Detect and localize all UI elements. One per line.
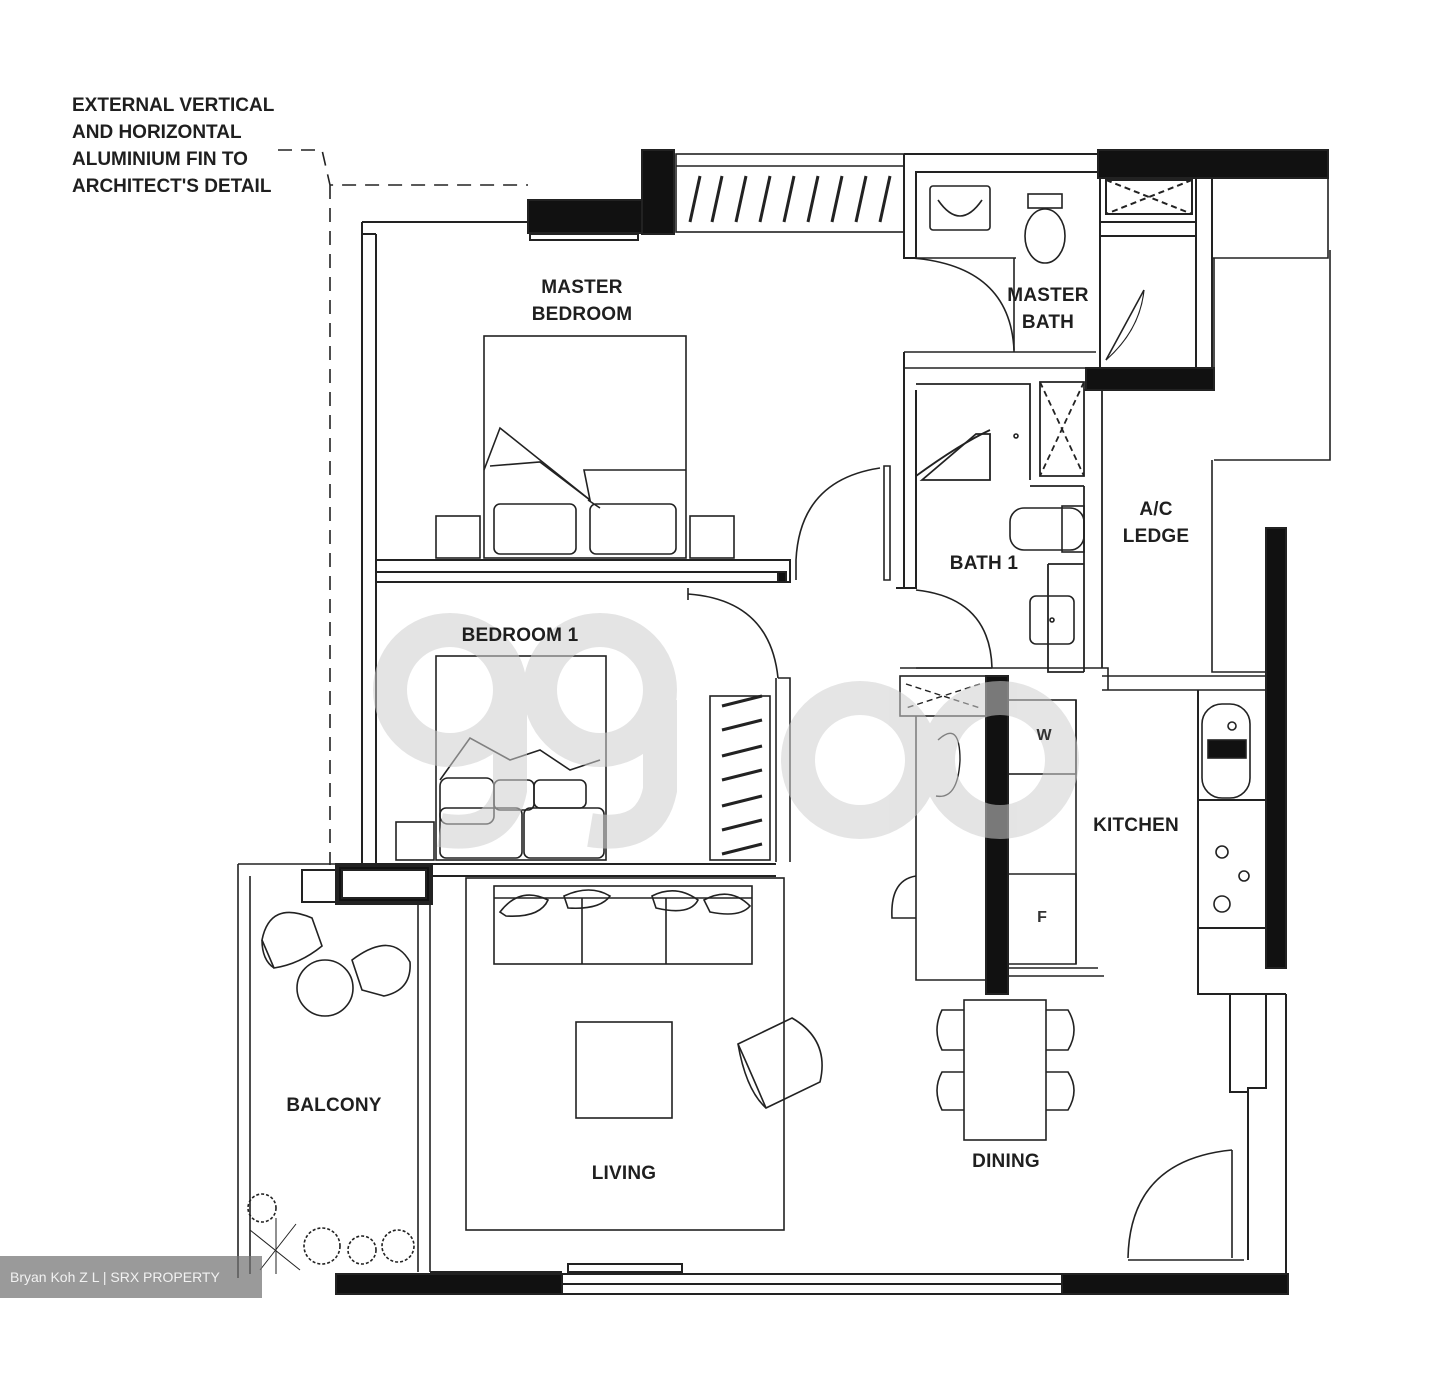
fin-annotation-line: EXTERNAL VERTICAL bbox=[72, 95, 275, 116]
bedroom-1-bottom-wall bbox=[301, 863, 776, 905]
balcony-walls bbox=[237, 863, 431, 1278]
kitchen-walls bbox=[1197, 527, 1287, 1274]
aluminium-fin-outline bbox=[278, 149, 528, 865]
bedroom-1-wardrobe bbox=[709, 694, 771, 861]
corridor-walls bbox=[896, 352, 917, 589]
label-master-bedroom: MASTER BEDROOM bbox=[532, 274, 633, 328]
living-armchair bbox=[737, 1017, 823, 1109]
fin-annotation-line: ALUMINIUM FIN TO bbox=[72, 149, 248, 170]
label-balcony: BALCONY bbox=[286, 1095, 382, 1116]
master-bed bbox=[435, 335, 735, 559]
fin-annotation-line: ARCHITECT'S DETAIL bbox=[72, 176, 272, 197]
kitchen-hob bbox=[1213, 845, 1250, 913]
label-line: A/C bbox=[1139, 499, 1173, 520]
bath-1-door bbox=[900, 589, 1109, 690]
washer-label: W bbox=[1036, 727, 1052, 744]
master-bath-fixtures bbox=[929, 185, 1066, 264]
living-rug bbox=[465, 877, 785, 1231]
label-line: BATH bbox=[1021, 312, 1075, 333]
bath-1-fixtures bbox=[1009, 433, 1085, 645]
balcony-furniture bbox=[247, 911, 415, 1274]
label-bath-1: BATH 1 bbox=[949, 553, 1019, 574]
master-bath-door bbox=[903, 257, 1096, 369]
label-living: LIVING bbox=[591, 1163, 657, 1184]
label-dining: DINING bbox=[972, 1151, 1040, 1172]
fin-annotation-line: AND HORIZONTAL bbox=[72, 122, 242, 143]
master-wardrobe bbox=[675, 153, 905, 233]
bedroom-1-door bbox=[687, 588, 791, 862]
dining-set bbox=[936, 999, 1075, 1141]
photo-credit: Bryan Koh Z L | SRX PROPERTY bbox=[0, 1256, 262, 1298]
top-right-walls bbox=[903, 149, 1329, 391]
living-sofa bbox=[493, 885, 753, 965]
bottom-wall bbox=[335, 1263, 1289, 1295]
top-wall-master-bedroom bbox=[527, 149, 675, 241]
label-ac-ledge: A/C LEDGE bbox=[1123, 496, 1189, 550]
outer-wall-left bbox=[361, 221, 528, 865]
main-door bbox=[1127, 1149, 1244, 1261]
fridge-label: F bbox=[1037, 909, 1047, 926]
label-line: LEDGE bbox=[1122, 526, 1190, 547]
label-kitchen: KITCHEN bbox=[1093, 815, 1179, 836]
kitchen-sink bbox=[1201, 703, 1251, 799]
label-master-bath: MASTER BATH bbox=[1007, 282, 1088, 336]
master-bedroom-door bbox=[795, 465, 891, 581]
label-bedroom-1: BEDROOM 1 bbox=[461, 625, 579, 646]
label-line: MASTER bbox=[541, 277, 623, 298]
watermark-logo bbox=[373, 613, 1079, 849]
label-line: MASTER bbox=[1007, 285, 1089, 306]
bedroom-divider-wall bbox=[376, 559, 791, 583]
ac-ledge-walls bbox=[1102, 178, 1331, 691]
label-line: BEDROOM bbox=[531, 304, 633, 325]
fin-annotation: EXTERNAL VERTICAL AND HORIZONTAL ALUMINI… bbox=[72, 92, 274, 200]
